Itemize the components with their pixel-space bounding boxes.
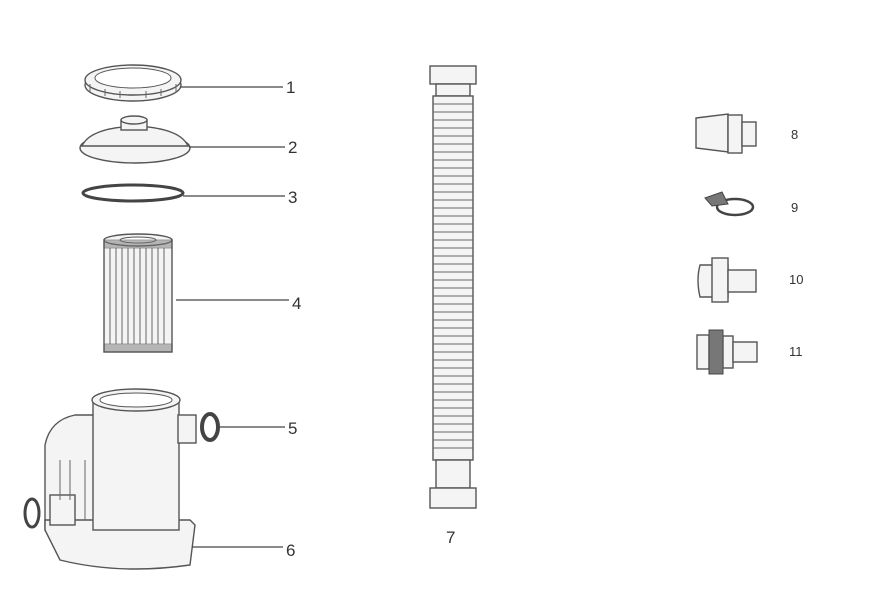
part-label-1: 1: [286, 78, 295, 97]
part-label-7: 7: [446, 528, 455, 547]
filter-cartridge-icon: [103, 233, 173, 353]
part-label-8: 8: [791, 127, 798, 142]
o-ring-icon: [81, 183, 185, 203]
part-label-3: 3: [288, 188, 297, 207]
o-ring-small-icon: [200, 412, 220, 442]
lock-ring-icon: [84, 64, 182, 102]
part-label-6: 6: [286, 541, 295, 560]
part-label-4: 4: [292, 294, 301, 313]
part-label-2: 2: [288, 138, 297, 157]
filter-cover-icon: [79, 115, 191, 164]
part-label-9: 9: [791, 200, 798, 215]
hose-adapter-icon: [695, 113, 757, 154]
hose-icon: [429, 65, 477, 509]
part-label-11: 11: [789, 344, 803, 359]
part-label-5: 5: [288, 419, 297, 438]
part-label-10: 10: [789, 272, 803, 287]
pump-housing-icon: [23, 388, 197, 570]
hose-clamp-icon: [704, 191, 755, 217]
connector-nut-icon: [697, 257, 757, 303]
strainer-connector-icon: [696, 329, 758, 375]
